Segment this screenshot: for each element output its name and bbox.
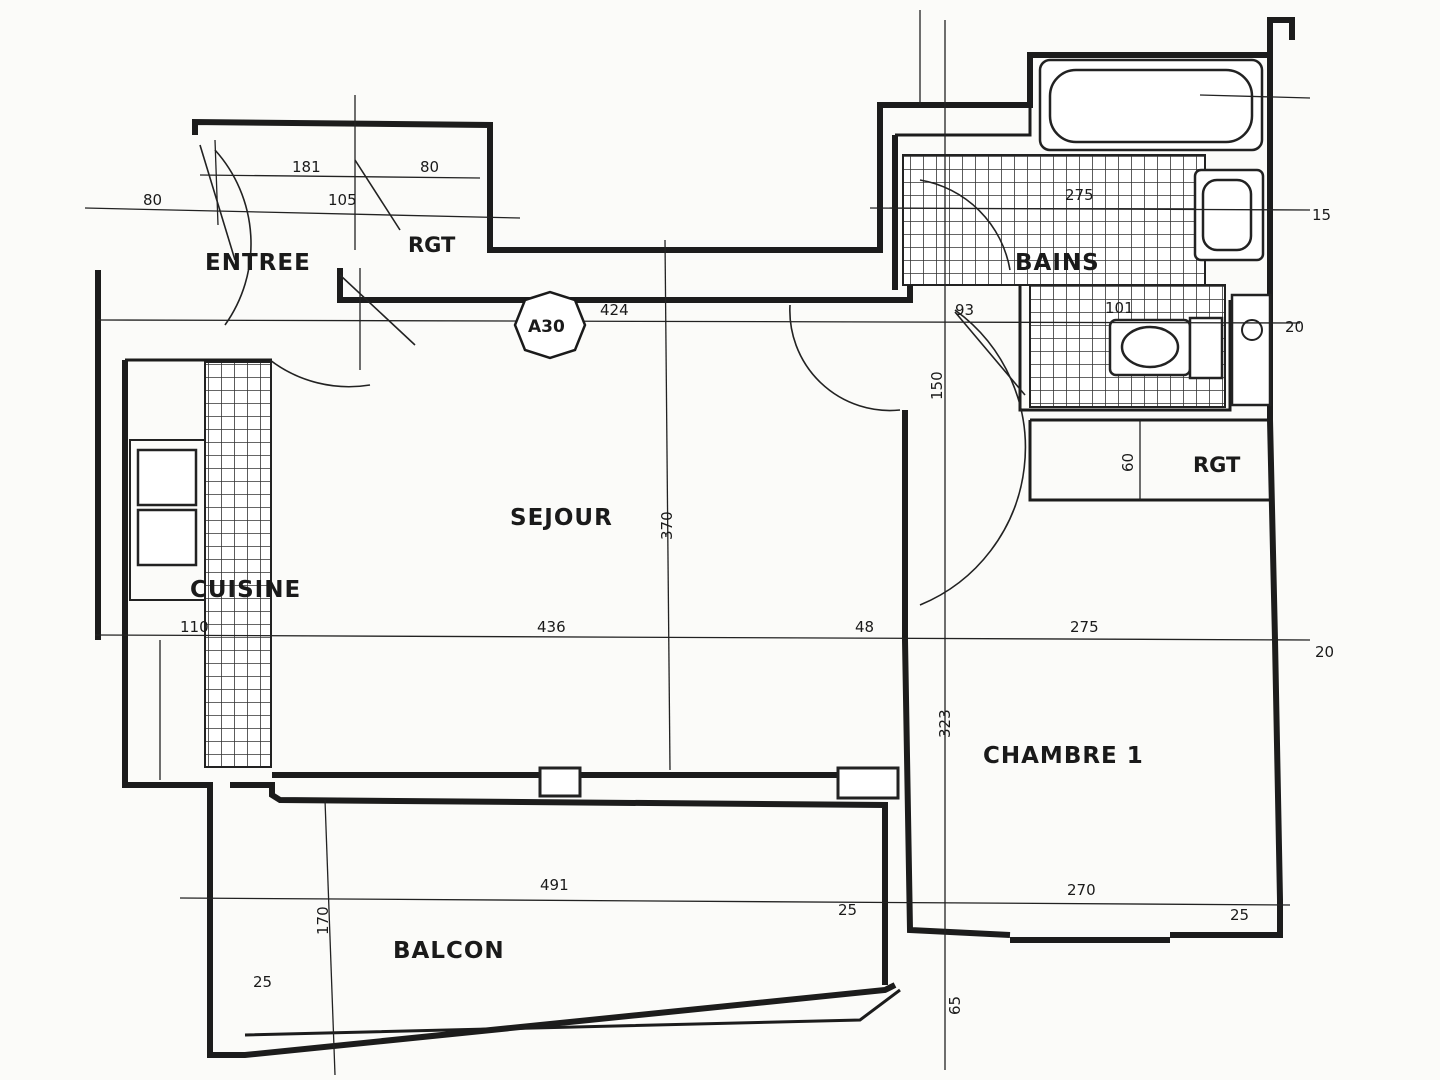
dim-275-chambre: 275 (1070, 618, 1099, 636)
room-label-balcon: BALCON (393, 938, 505, 964)
room-label-entree: ENTREE (205, 250, 311, 276)
dim-370: 370 (658, 511, 676, 540)
dim-20-right: 20 (1315, 643, 1334, 661)
sink-basin-bottom (136, 508, 198, 567)
dimension-labels: 181 80 80 105 424 93 101 275 15 20 436 4… (143, 158, 1334, 1015)
walls (95, 17, 1295, 1058)
dimension-lines (84, 10, 1311, 1076)
room-label-cuisine: CUISINE (190, 577, 301, 603)
dim-65: 65 (946, 996, 964, 1015)
kitchen-counter-tiles (204, 361, 272, 768)
dim-181: 181 (292, 158, 321, 176)
dim-93: 93 (955, 301, 974, 319)
dim-270: 270 (1067, 881, 1096, 899)
dim-20-top: 20 (1285, 318, 1304, 336)
dim-80-top: 80 (420, 158, 439, 176)
dim-150: 150 (928, 371, 946, 400)
dim-48: 48 (855, 618, 874, 636)
room-label-chambre: CHAMBRE 1 (983, 743, 1144, 769)
dim-101: 101 (1105, 299, 1134, 317)
dim-15: 15 (1312, 206, 1331, 224)
dim-275-bath: 275 (1065, 186, 1094, 204)
dim-25-left: 25 (253, 973, 272, 991)
dim-436: 436 (537, 618, 566, 636)
dim-25-chambre: 25 (1230, 906, 1249, 924)
room-label-rgt-right: RGT (1193, 453, 1241, 477)
dim-25-balcony: 25 (838, 901, 857, 919)
dim-491: 491 (540, 876, 569, 894)
unit-badge: A30 (513, 290, 587, 360)
dim-170: 170 (314, 906, 332, 935)
room-label-bains: BAINS (1015, 250, 1100, 276)
water-heater (1230, 293, 1272, 407)
dim-105: 105 (328, 191, 357, 209)
unit-badge-label: A30 (528, 317, 565, 337)
sink-basin-top (136, 448, 198, 507)
dim-110: 110 (180, 618, 209, 636)
bathroom-floor-tiles (902, 154, 1206, 286)
dim-424: 424 (600, 301, 629, 319)
dim-60: 60 (1119, 453, 1137, 472)
dim-323: 323 (936, 709, 954, 738)
doors (199, 144, 1027, 606)
room-label-sejour: SEJOUR (510, 505, 613, 531)
dim-80-left: 80 (143, 191, 162, 209)
room-label-rgt-top: RGT (408, 233, 456, 257)
